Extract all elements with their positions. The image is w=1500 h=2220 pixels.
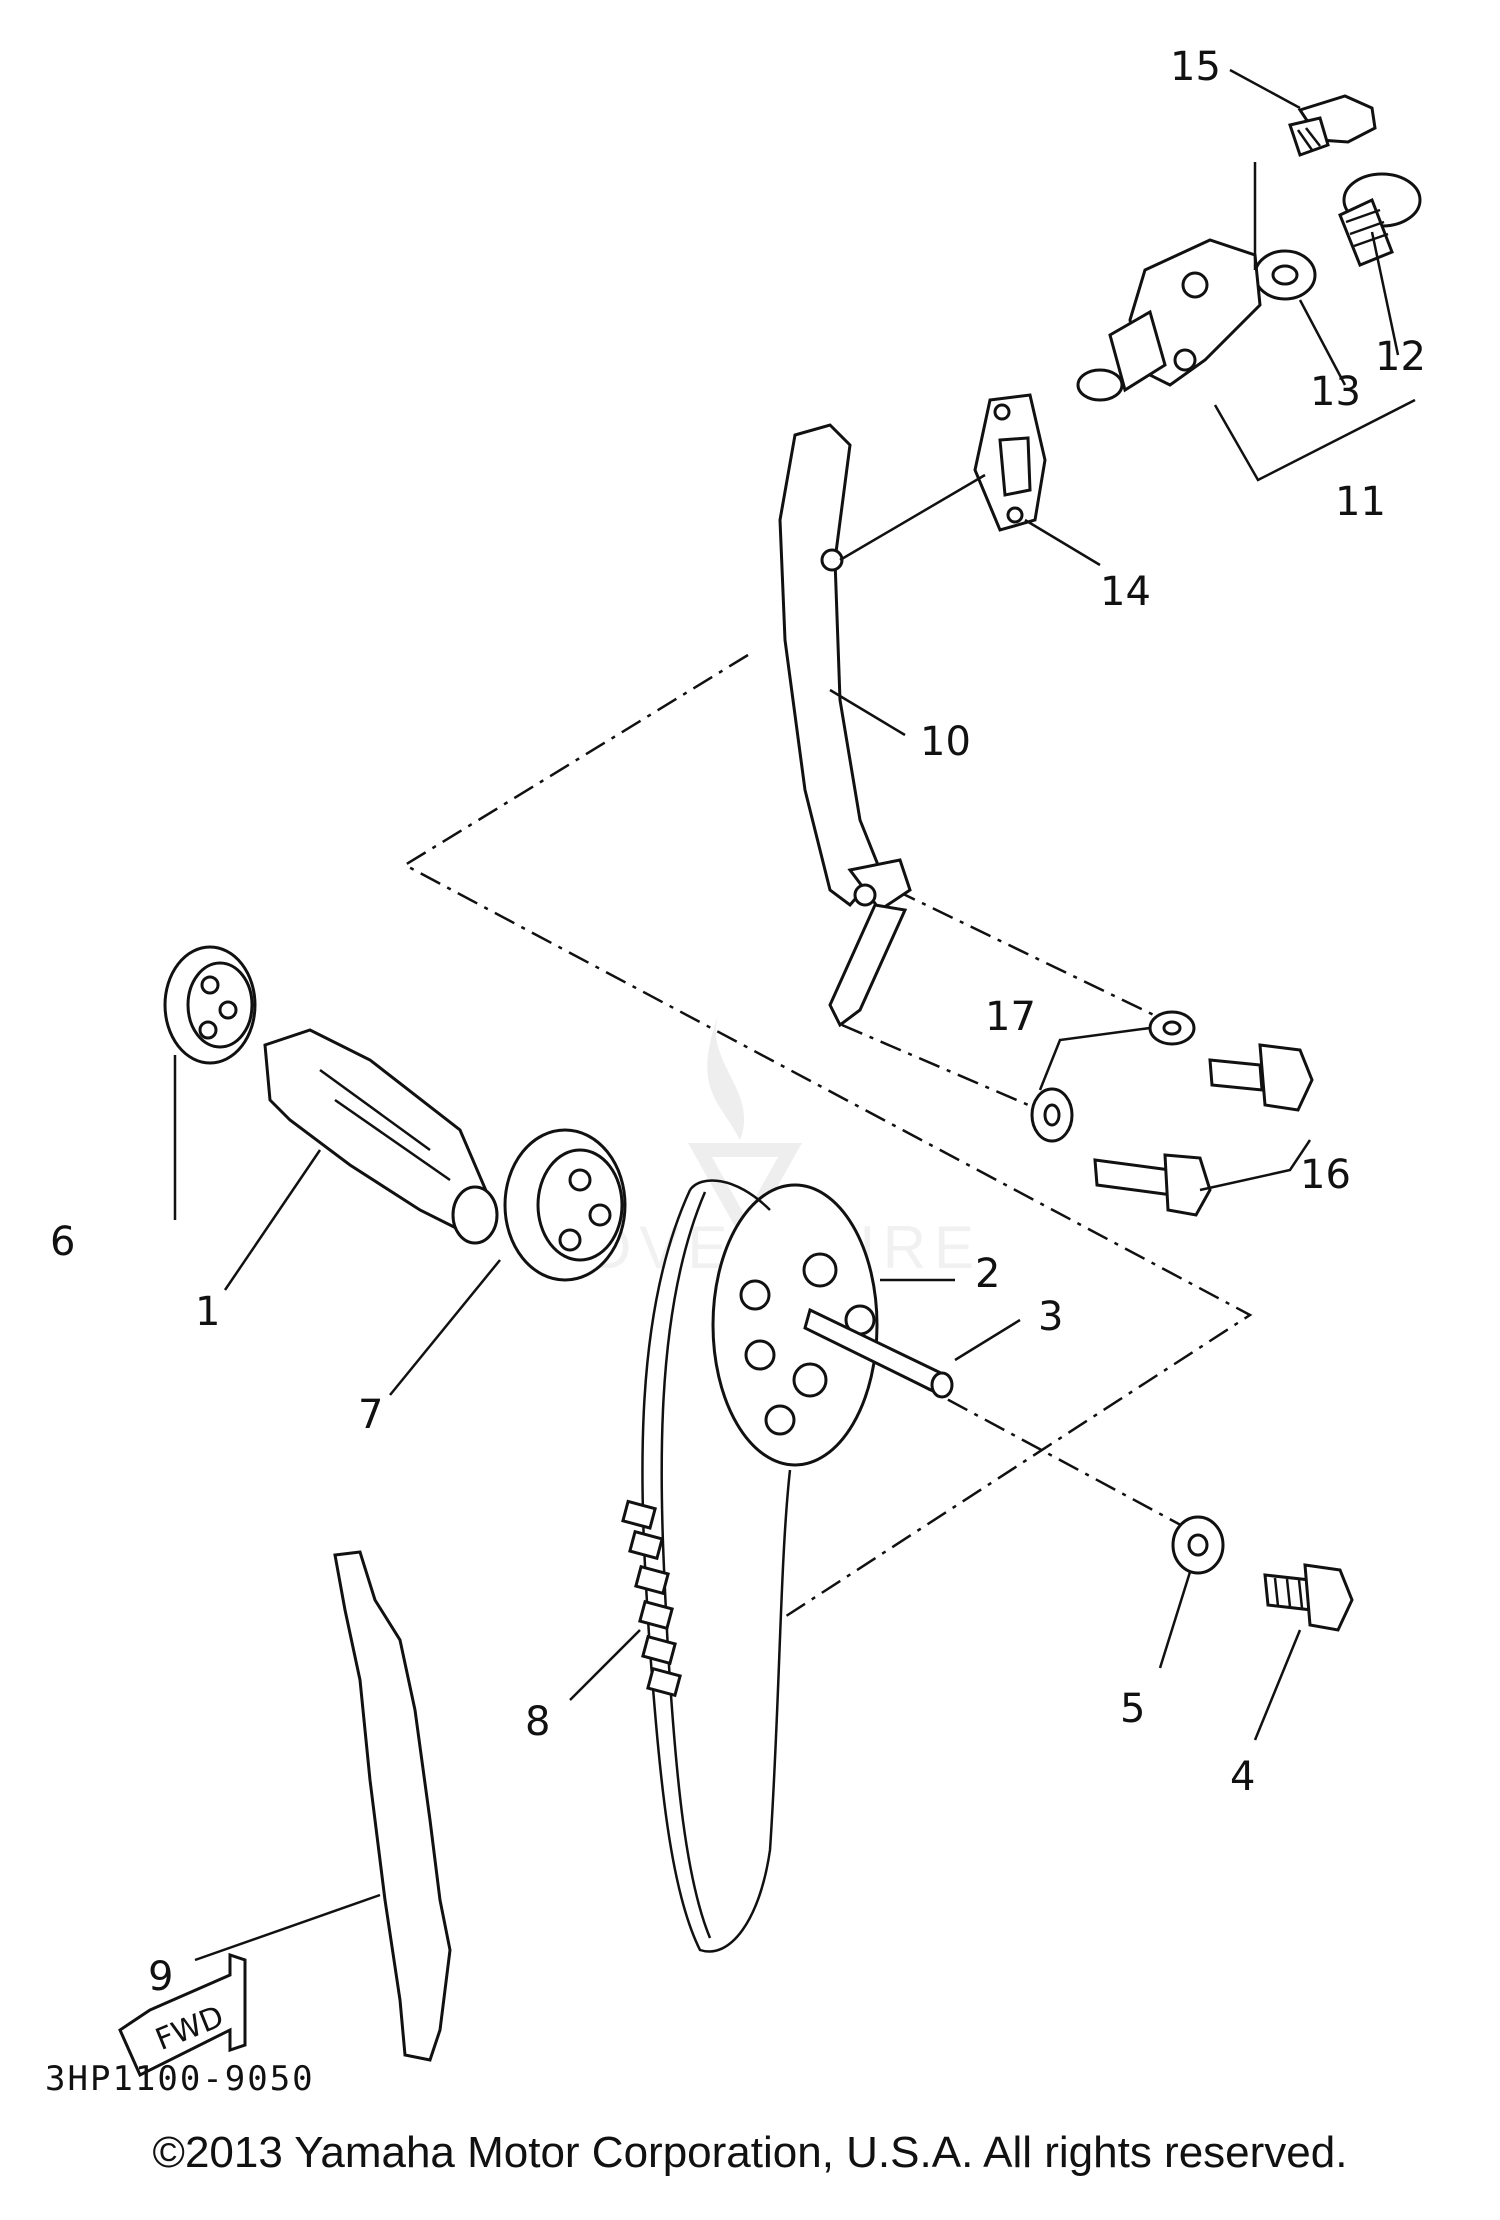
callout-4: 4 [1230,1754,1255,1800]
part-16-bolt-upper [1208,1043,1314,1112]
part-9-guide [333,1550,452,2062]
part-code: 3HP1100-9050 [45,2059,315,2099]
leader-lines [173,68,1416,1962]
callout-2: 2 [975,1251,1000,1297]
callout-15: 15 [1170,44,1221,90]
callout-12: 12 [1375,334,1426,380]
callout-11: 11 [1335,479,1386,525]
callout-7: 7 [358,1392,383,1438]
part-6-bearing [163,945,257,1065]
part-17-washer-lower [1030,1087,1074,1143]
callout-9: 9 [148,1954,173,2000]
part-13-gasket [1253,249,1317,301]
part-5-washer [1171,1515,1225,1575]
callout-13: 13 [1310,369,1361,415]
part-4-bolt [1263,1563,1354,1632]
callout-10: 10 [920,719,971,765]
callout-14: 14 [1100,569,1151,615]
fwd-arrow: FWD [118,1952,247,2078]
callout-1: 1 [195,1289,220,1335]
callout-3: 3 [1038,1294,1063,1340]
part-12-plug [1338,172,1422,267]
part-1-camshaft [263,1028,499,1245]
part-2-sprocket [711,1183,879,1467]
part-7-bearing [503,1128,627,1282]
part-11-tensioner [1076,238,1262,402]
callout-labels: 1 2 3 4 5 6 7 8 9 10 11 12 13 14 15 16 1… [50,44,1426,2000]
part-8-chain [621,1179,792,1953]
callout-6: 6 [50,1219,75,1265]
callout-8: 8 [525,1699,550,1745]
part-10-tensioner-guide [778,423,912,1028]
callout-17: 17 [985,994,1036,1040]
part-15-bolt [1288,94,1377,157]
part-3-pin [803,1307,954,1399]
part-14-gasket-plate [973,393,1047,532]
callout-5: 5 [1120,1686,1145,1732]
copyright-text: ©2013 Yamaha Motor Corporation, U.S.A. A… [152,2128,1348,2177]
callout-16: 16 [1300,1152,1351,1198]
part-16-bolt-lower [1093,1153,1212,1217]
part-17-washer-upper [1148,1010,1196,1046]
